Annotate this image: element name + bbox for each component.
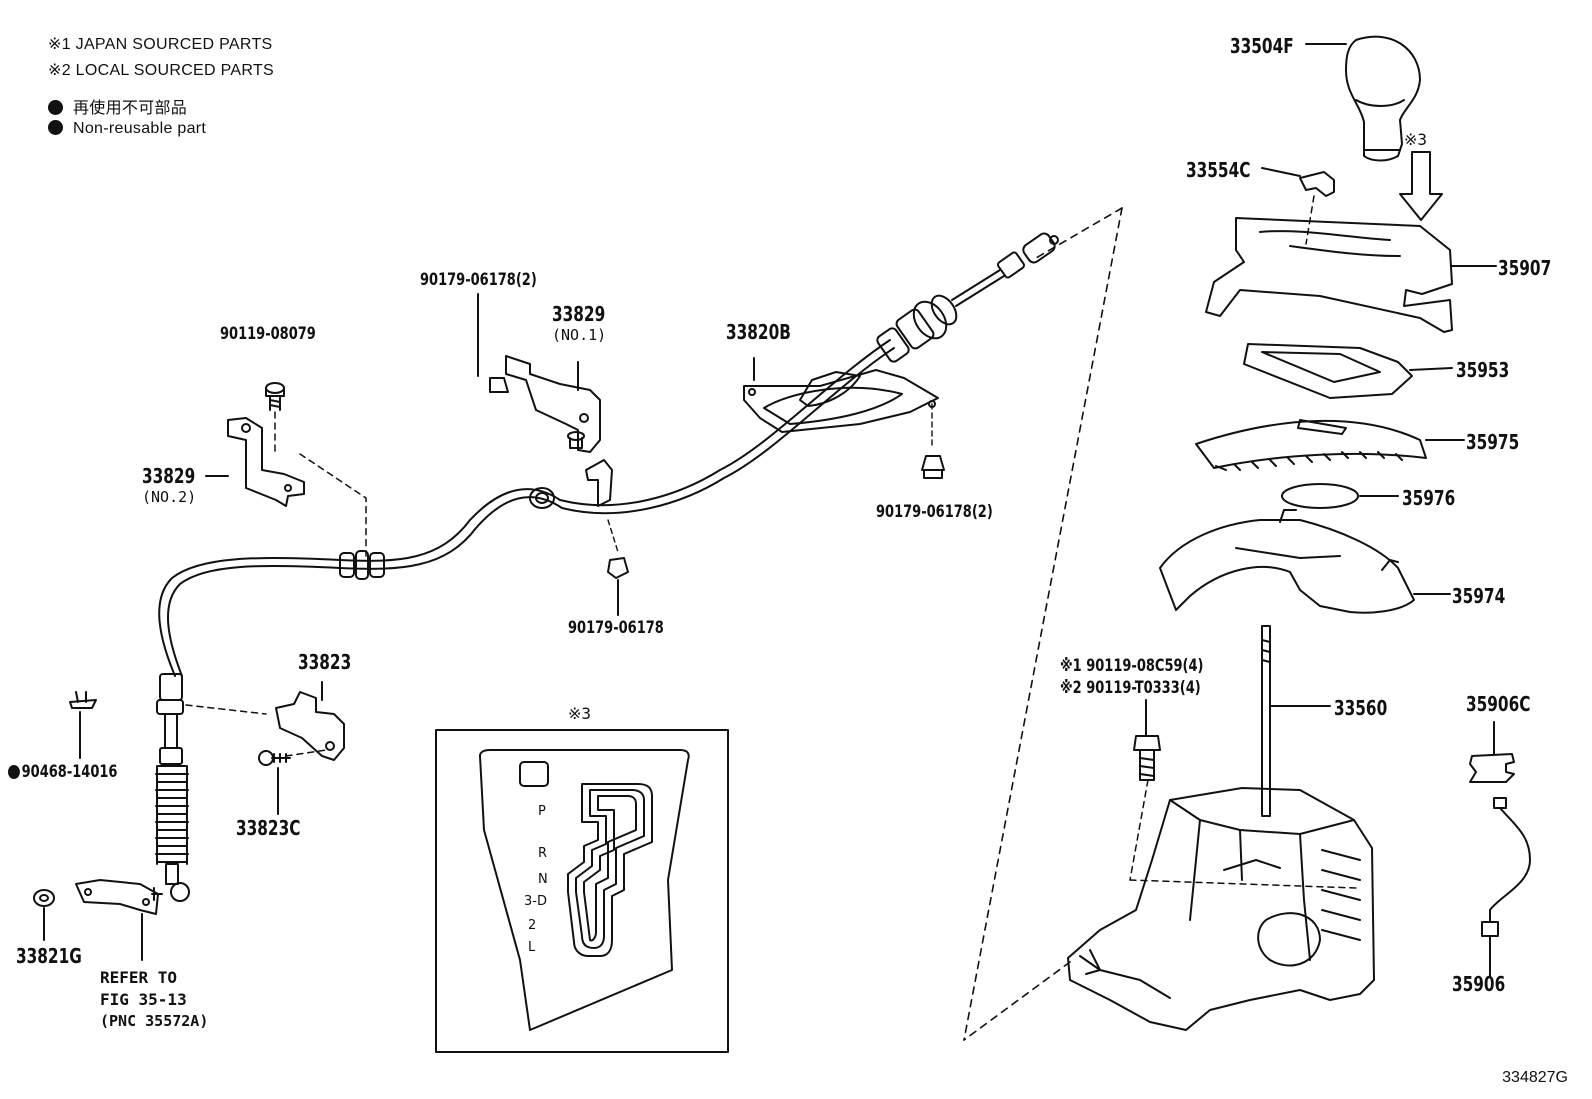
bushing-33821G bbox=[33, 889, 55, 907]
label-33829-no1: 33829 bbox=[552, 302, 606, 326]
nut-90179-06178-right bbox=[921, 455, 945, 479]
wire-harness-35906 bbox=[1481, 797, 1531, 937]
boot-plate-33820B bbox=[743, 369, 939, 433]
clip-33554C bbox=[1299, 171, 1335, 197]
label-33829-no2-sub: (NO.2) bbox=[142, 488, 197, 506]
bracket-33829-no2 bbox=[227, 417, 305, 507]
figure-id: 334827G bbox=[1502, 1069, 1568, 1086]
bracket-33823 bbox=[275, 691, 345, 761]
shift-control-cable bbox=[151, 232, 1059, 902]
label-33560: 33560 bbox=[1334, 696, 1388, 720]
shift-knob-33504F bbox=[1345, 35, 1421, 162]
bolt-90119-08C59 bbox=[1133, 735, 1161, 781]
label-33829-no2: 33829 bbox=[142, 464, 196, 488]
label-90179-06178: 90179-06178 bbox=[568, 618, 664, 638]
bolt-leader-dashed bbox=[274, 411, 367, 557]
connector-35906C bbox=[1469, 753, 1515, 783]
filled-dot-icon bbox=[48, 100, 63, 115]
nut-90179-06178-middle bbox=[607, 557, 629, 579]
legend-non-reusable-en: Non-reusable part bbox=[48, 120, 206, 138]
legend-non-reusable-jp: 再使用不可部品 bbox=[48, 94, 187, 118]
bracket-33823-dashed-leader bbox=[185, 704, 327, 757]
label-35907: 35907 bbox=[1498, 256, 1552, 280]
label-90119-08C59: ※1 90119-08C59(4) bbox=[1060, 656, 1204, 676]
dashed-callout-frame bbox=[963, 207, 1123, 1041]
bolt-33823C bbox=[258, 750, 291, 766]
refer-line-2: FIG 35-13 bbox=[100, 990, 187, 1009]
label-35953: 35953 bbox=[1456, 358, 1510, 382]
plate-35976 bbox=[1281, 483, 1359, 509]
label-33823C: 33823C bbox=[236, 816, 301, 840]
label-33823: 33823 bbox=[298, 650, 352, 674]
label-90119-T0333: ※2 90119-T0333(4) bbox=[1060, 678, 1201, 698]
gate-position-r: R bbox=[538, 846, 548, 861]
gate-position-p: P bbox=[538, 804, 546, 819]
label-33554C: 33554C bbox=[1186, 158, 1251, 182]
slide-cover-35975 bbox=[1195, 419, 1427, 471]
bracket-33829-no1 bbox=[489, 355, 613, 507]
label-35976: 35976 bbox=[1402, 486, 1456, 510]
label-35906: 35906 bbox=[1452, 972, 1506, 996]
gate-position-l: L bbox=[528, 940, 536, 955]
label-90468-14016: 90468-14016 bbox=[8, 762, 117, 782]
plate-35953 bbox=[1243, 343, 1413, 399]
label-33821G: 33821G bbox=[16, 944, 82, 968]
legend-local-sourced: ※2 LOCAL SOURCED PARTS bbox=[48, 62, 274, 79]
bolt-dashed-leader bbox=[1129, 779, 1357, 889]
bolt-90119-08079 bbox=[265, 382, 285, 411]
label-90179-06178-2-right: 90179-06178(2) bbox=[876, 502, 993, 522]
indicator-cover-35974 bbox=[1159, 509, 1415, 614]
shift-lever-33560 bbox=[1261, 625, 1271, 817]
label-33829-no1-sub: (NO.1) bbox=[552, 326, 607, 344]
label-33820B: 33820B bbox=[726, 320, 791, 344]
legend-non-reusable-jp-text: 再使用不可部品 bbox=[73, 100, 188, 117]
non-reusable-dot-icon bbox=[8, 765, 20, 779]
label-90119-08079: 90119-08079 bbox=[220, 324, 316, 344]
refer-line-1: REFER TO bbox=[100, 968, 178, 987]
arrow-marker: ※3 bbox=[1404, 130, 1428, 149]
shift-gate-inset bbox=[435, 729, 729, 1053]
gate-position-2: 2 bbox=[528, 918, 537, 933]
label-33504F: 33504F bbox=[1230, 34, 1294, 58]
refer-line-3: (PNC 35572A) bbox=[100, 1012, 209, 1030]
filled-dot-icon bbox=[48, 120, 63, 135]
label-90179-06178-2-top: 90179-06178(2) bbox=[420, 270, 537, 290]
console-housing-35907 bbox=[1205, 217, 1453, 333]
shift-lever-base bbox=[1067, 787, 1375, 1031]
inset-marker: ※3 bbox=[568, 704, 592, 723]
label-35906C: 35906C bbox=[1466, 692, 1531, 716]
gate-position-n: N bbox=[538, 872, 548, 887]
legend-non-reusable-en-text: Non-reusable part bbox=[73, 120, 207, 137]
clip-90468-14016 bbox=[69, 691, 97, 709]
legend-japan-sourced: ※1 JAPAN SOURCED PARTS bbox=[48, 36, 273, 53]
label-90468-14016-text: 90468-14016 bbox=[21, 762, 118, 782]
refer-lever bbox=[75, 879, 159, 915]
gate-position-3d: 3-D bbox=[524, 894, 547, 909]
view-arrow-icon bbox=[1399, 151, 1443, 221]
label-35974: 35974 bbox=[1452, 584, 1506, 608]
label-35975: 35975 bbox=[1466, 430, 1520, 454]
